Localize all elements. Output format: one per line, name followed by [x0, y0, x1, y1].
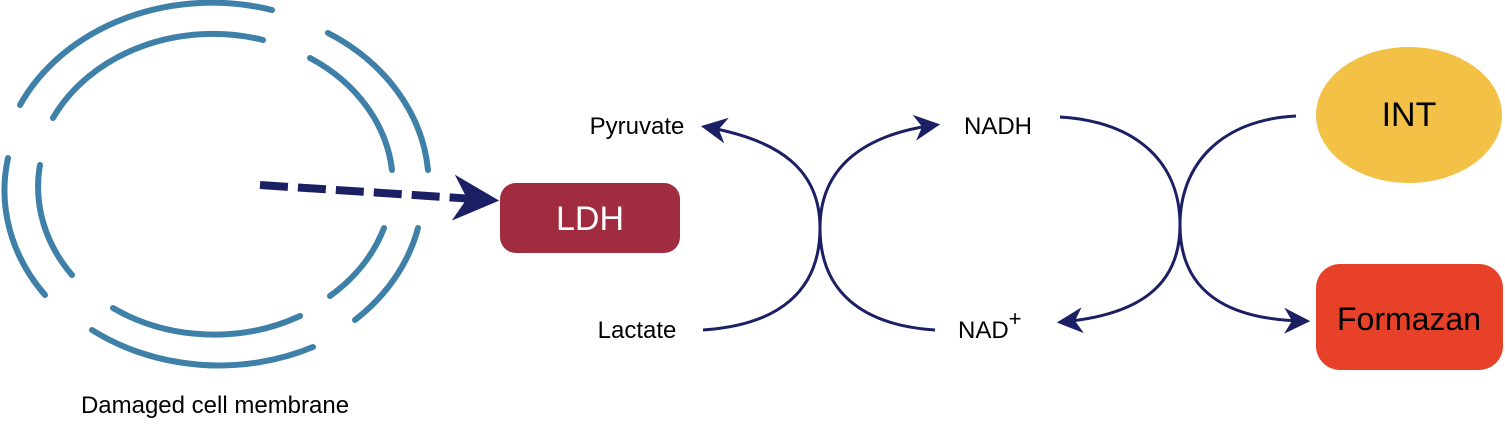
- membrane-inner-arc-bottom: [110, 305, 303, 338]
- membrane-outer-arc-bottom: [89, 327, 316, 369]
- int-to-formazan-arrow: [1178, 114, 1311, 334]
- int-node: INT: [1316, 47, 1502, 183]
- nad-plus-label: NAD+: [958, 306, 1022, 344]
- damaged-membrane-shape: [1, 0, 431, 369]
- release-arrow: [259, 174, 500, 221]
- nad-base-text: NAD: [958, 317, 1009, 344]
- pyruvate-label: Pyruvate: [590, 113, 685, 140]
- nad-charge-text: +: [1009, 306, 1022, 331]
- membrane-outer-arc-left: [1, 155, 48, 298]
- membrane-caption: Damaged cell membrane: [81, 392, 349, 419]
- ldh-label: LDH: [556, 200, 624, 238]
- membrane-inner-arc-left: [35, 162, 75, 278]
- formazan-label: Formazan: [1337, 301, 1481, 337]
- int-label: INT: [1382, 96, 1437, 134]
- formazan-box: [1316, 264, 1503, 370]
- int-ellipse: [1316, 47, 1502, 183]
- ldh-box: [500, 183, 680, 253]
- ldh-node: LDH: [500, 183, 680, 253]
- membrane-outer-arc-right: [325, 30, 431, 173]
- lactate-label: Lactate: [598, 317, 677, 344]
- lactate-to-pyruvate-arrow: [700, 117, 822, 332]
- nad-to-nadh-arrow: [818, 114, 941, 332]
- nadh-to-nad-arrow: [1056, 115, 1182, 334]
- formazan-node: Formazan: [1316, 264, 1503, 370]
- membrane-outer-arc-lower-right: [352, 225, 421, 323]
- nadh-label: NADH: [964, 113, 1032, 140]
- membrane-outer-arc-top: [17, 0, 275, 108]
- membrane-inner-arc-lower-right: [327, 225, 387, 299]
- membrane-inner-arc-top: [50, 30, 266, 121]
- membrane-inner-arc-right: [307, 55, 395, 173]
